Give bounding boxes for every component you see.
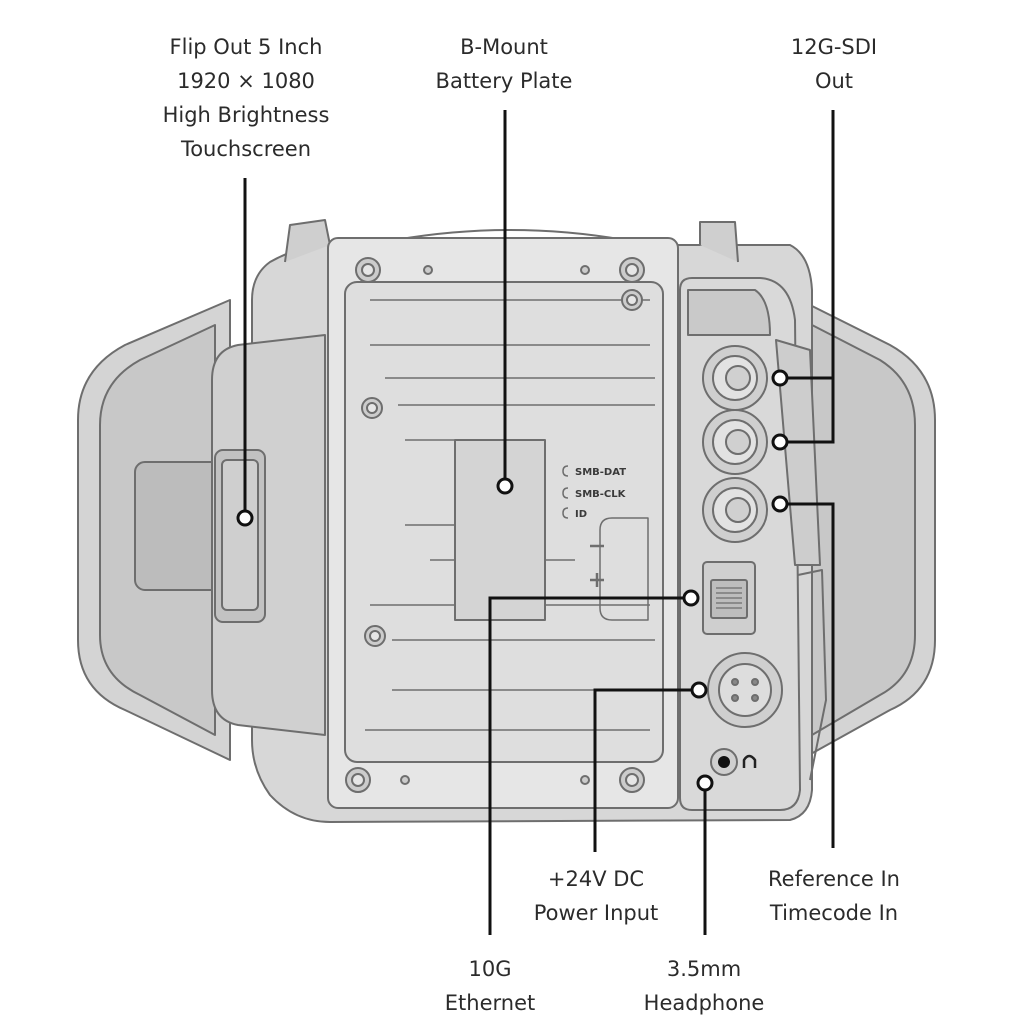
headphone-jack — [710, 748, 738, 776]
callout-line: Battery Plate — [435, 69, 573, 93]
top-arc — [394, 229, 626, 241]
right-handle-inner — [811, 324, 916, 736]
callout-touchscreen: Flip Out 5 Inch 1920 × 1080 High Brightn… — [163, 30, 330, 166]
battery-plate-minus-bay — [599, 517, 649, 621]
callout-line: 12G-SDI — [790, 35, 878, 59]
leader-ethernet — [488, 596, 684, 935]
leader-sdi-out — [785, 110, 835, 444]
dc-power-connector — [707, 652, 783, 728]
headphone-icon — [742, 754, 757, 768]
marker-battery-plate — [496, 477, 514, 495]
callout-line: +24V DC — [547, 867, 645, 891]
battery-plate-slot — [454, 439, 546, 621]
callout-line: Timecode In — [769, 901, 899, 925]
marker-touchscreen — [236, 509, 254, 527]
side-flap — [775, 339, 821, 566]
marker-reference-timecode — [771, 495, 789, 513]
battery-pin-contacts — [562, 465, 569, 519]
callout-line: High Brightness — [162, 103, 330, 127]
marker-ethernet — [682, 589, 700, 607]
bnc-connector — [702, 345, 768, 411]
callout-line: 3.5mm — [666, 957, 742, 981]
battery-pin-smb-clk: SMB-CLK — [575, 489, 627, 500]
marker-headphone — [696, 774, 714, 792]
callout-line: Reference In — [768, 867, 900, 891]
leader-dc-power — [593, 688, 692, 852]
callout-dc-power: +24V DC Power Input — [534, 862, 659, 930]
battery-plus-sign — [590, 573, 604, 587]
callout-line: Headphone — [643, 991, 765, 1015]
callout-battery-plate: B-Mount Battery Plate — [436, 30, 573, 98]
battery-pin-id: ID — [575, 509, 587, 520]
screws — [345, 257, 645, 793]
callout-line: Touchscreen — [180, 137, 312, 161]
callout-sdi-out: 12G-SDI Out — [791, 30, 877, 98]
callout-reference-timecode: Reference In Timecode In — [768, 862, 900, 930]
side-flap-lower — [797, 569, 827, 781]
bnc-connector — [702, 477, 768, 543]
top-bumps — [284, 219, 739, 263]
bnc-connector — [702, 409, 768, 475]
callout-ethernet: 10G Ethernet — [445, 952, 535, 1020]
marker-sdi-out-1 — [771, 369, 789, 387]
touchscreen-grip-inner — [221, 459, 259, 611]
callout-line: Flip Out 5 Inch — [169, 35, 323, 59]
marker-dc-power — [690, 681, 708, 699]
callout-line: 10G — [468, 957, 512, 981]
battery-pin-smb-dat: SMB-DAT — [575, 467, 626, 478]
leader-reference-timecode — [785, 502, 835, 848]
callout-headphone: 3.5mm Headphone — [644, 952, 765, 1020]
callout-line: Ethernet — [444, 991, 536, 1015]
ethernet-port — [702, 561, 756, 635]
callout-line: 1920 × 1080 — [177, 69, 315, 93]
touchscreen-panel — [211, 334, 326, 736]
callout-line: B-Mount — [460, 35, 548, 59]
callout-line: Power Input — [533, 901, 659, 925]
marker-sdi-out-2 — [771, 433, 789, 451]
connector-panel-cap — [687, 289, 771, 336]
callout-line: Out — [814, 69, 854, 93]
